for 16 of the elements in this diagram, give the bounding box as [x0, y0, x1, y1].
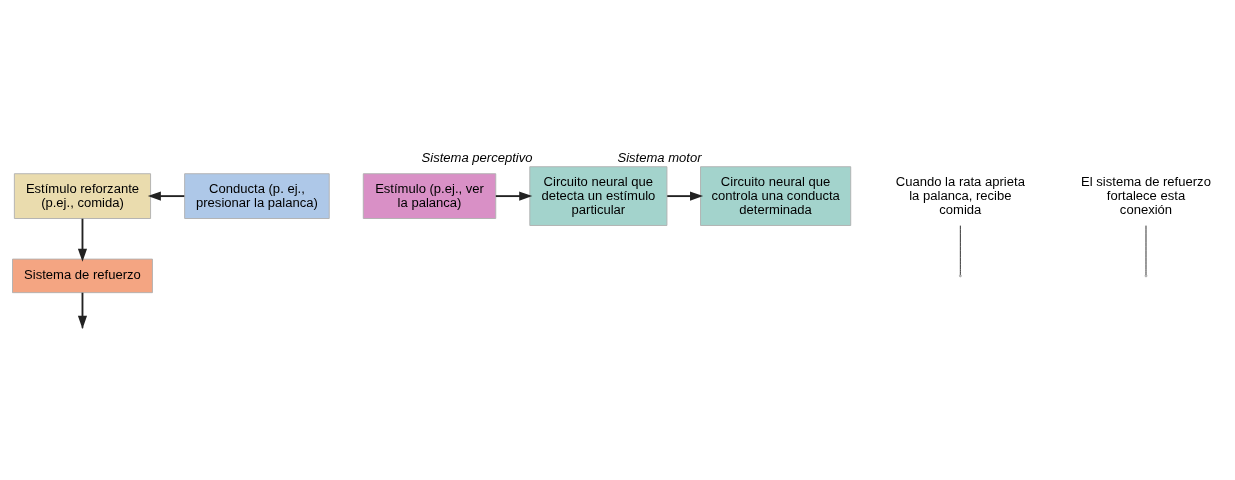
node-label: Sistema perceptivo	[421, 149, 533, 165]
node-label: Sistema motor	[617, 149, 702, 165]
arrow	[666, 191, 704, 201]
connector	[959, 224, 961, 275]
node-text: Cuando la rata aprieta la palanca, recibe comida	[895, 173, 1025, 217]
node-box: Circuito neural que detecta un estímulo particular	[529, 165, 668, 226]
node-box: Conducta (p. ej., presionar la palanca)	[184, 172, 330, 219]
arrow	[77, 217, 88, 262]
node-box: Circuito neural que controla una conducta determinada	[700, 165, 852, 226]
arrow	[147, 191, 186, 201]
node-text: El sistema de refuerzo fortalece esta conexión	[1081, 173, 1211, 217]
arrow	[494, 191, 533, 201]
node-box: Sistema de refuerzo	[12, 258, 153, 293]
node-box: Estímulo (p.ej., ver la palanca)	[362, 172, 497, 219]
node-box: Estímulo reforzante (p.ej., comida)	[13, 172, 152, 219]
arrow	[77, 291, 88, 329]
